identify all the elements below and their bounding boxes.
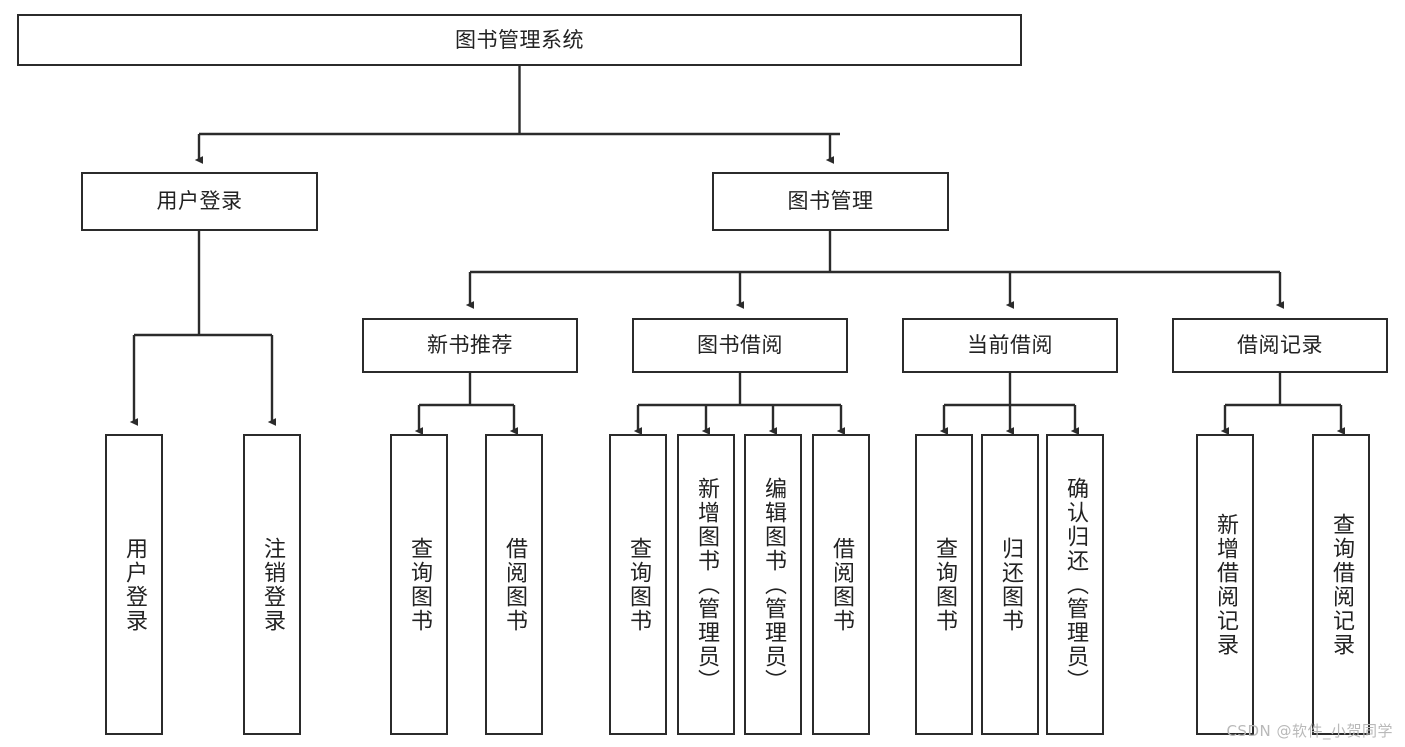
node-label: 查询图书 <box>626 536 651 633</box>
leaf-borrow-borrow-book[interactable]: 借阅图书 <box>812 434 870 735</box>
node-label: 图书借阅 <box>697 333 783 358</box>
leaf-user-login-login[interactable]: 用户登录 <box>105 434 163 735</box>
node-label: 借阅图书 <box>502 536 527 633</box>
csdn-watermark: CSDN @软件_小贺同学 <box>1226 722 1393 740</box>
node-label: 借阅记录 <box>1237 333 1323 358</box>
node-label: 图书管理系统 <box>455 27 584 52</box>
node-borrow-records[interactable]: 借阅记录 <box>1172 318 1388 373</box>
leaf-current-query-book[interactable]: 查询图书 <box>915 434 973 735</box>
leaf-current-return-book[interactable]: 归还图书 <box>981 434 1039 735</box>
node-label: 借阅图书 <box>829 536 854 633</box>
node-label: 用户登录 <box>122 536 147 633</box>
node-book-management[interactable]: 图书管理 <box>712 172 949 231</box>
node-user-login[interactable]: 用户登录 <box>81 172 318 231</box>
leaf-borrow-edit-book-admin[interactable]: 编辑图书（管理员） <box>744 434 802 735</box>
node-label: 图书管理 <box>787 189 874 214</box>
leaf-new-book-borrow[interactable]: 借阅图书 <box>485 434 543 735</box>
leaf-records-add-record[interactable]: 新增借阅记录 <box>1196 434 1254 735</box>
node-label: 新增图书（管理员） <box>694 476 719 693</box>
node-label: 注销登录 <box>260 536 285 633</box>
node-label: 新增借阅记录 <box>1213 512 1238 657</box>
node-root-book-management-system[interactable]: 图书管理系统 <box>17 14 1022 66</box>
node-book-borrow[interactable]: 图书借阅 <box>632 318 848 373</box>
node-label: 确认归还（管理员） <box>1063 476 1088 693</box>
node-label: 用户登录 <box>156 189 243 214</box>
node-label: 查询借阅记录 <box>1329 512 1354 657</box>
node-label: 查询图书 <box>932 536 957 633</box>
node-new-book-recommend[interactable]: 新书推荐 <box>362 318 578 373</box>
node-label: 归还图书 <box>998 536 1023 633</box>
node-label: 查询图书 <box>407 536 432 633</box>
node-label: 当前借阅 <box>967 333 1053 358</box>
leaf-borrow-add-book-admin[interactable]: 新增图书（管理员） <box>677 434 735 735</box>
leaf-current-confirm-return-admin[interactable]: 确认归还（管理员） <box>1046 434 1104 735</box>
node-label: 新书推荐 <box>427 333 513 358</box>
node-current-borrow[interactable]: 当前借阅 <box>902 318 1118 373</box>
leaf-records-query-record[interactable]: 查询借阅记录 <box>1312 434 1370 735</box>
leaf-borrow-query-book[interactable]: 查询图书 <box>609 434 667 735</box>
leaf-new-book-query[interactable]: 查询图书 <box>390 434 448 735</box>
node-label: 编辑图书（管理员） <box>761 476 786 693</box>
leaf-user-login-logout[interactable]: 注销登录 <box>243 434 301 735</box>
